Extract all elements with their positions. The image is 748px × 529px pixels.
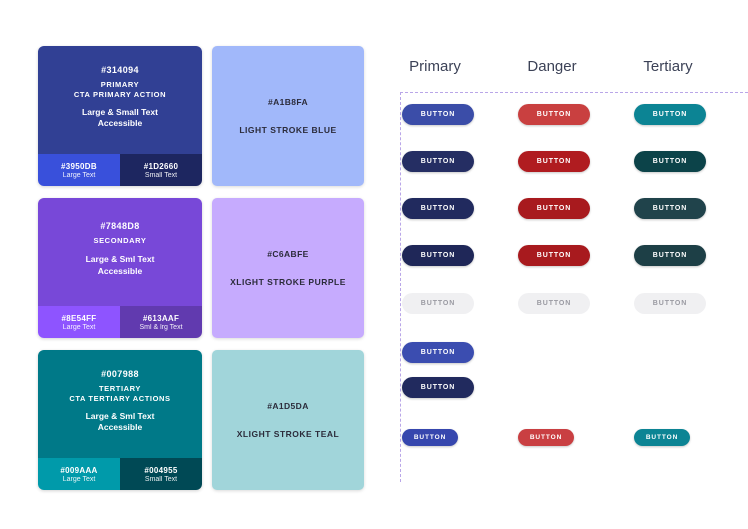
tertiary-foot-large-hex: #009AAA	[60, 465, 98, 475]
color-palette-panel: #314094 PRIMARY CTA PRIMARY ACTION Large…	[38, 46, 364, 490]
button-primary-hover[interactable]: BUTTON	[402, 151, 474, 172]
secondary-swatch-role: SECONDARY	[93, 236, 147, 246]
column-header-primary: Primary	[409, 58, 461, 75]
tertiary-swatch-accessible-2: Accessible	[97, 422, 143, 432]
xlight-stroke-purple-label: XLIGHT STROKE PURPLE	[230, 277, 346, 287]
button-states-panel: Primary Danger Tertiary BUTTON BUTTON BUTT…	[382, 0, 748, 529]
tertiary-swatch-foot-small: #004955 Small Text	[120, 458, 202, 490]
column-header-tertiary: Tertiary	[643, 58, 693, 75]
secondary-foot-large-label: Large Text	[62, 323, 96, 331]
xlight-stroke-teal-card: #A1D5DA XLIGHT STROKE TEAL	[212, 350, 364, 490]
button-danger-hover[interactable]: BUTTON	[518, 151, 590, 172]
tertiary-swatch-accessible: Large & Sml Text	[85, 410, 155, 421]
primary-foot-large-label: Large Text	[62, 171, 96, 179]
primary-swatch-accessible: Large & Small Text	[82, 106, 158, 117]
secondary-swatch-body: #7848D8 SECONDARY Large & Sml Text Acces…	[38, 198, 202, 306]
button-danger-disabled: BUTTON	[518, 293, 590, 314]
button-tertiary-active[interactable]: BUTTON	[634, 198, 706, 219]
secondary-foot-large-hex: #8E54FF	[61, 313, 97, 323]
button-tertiary-default[interactable]: BUTTON	[634, 104, 706, 125]
xlight-stroke-teal-hex: #A1D5DA	[267, 401, 309, 411]
button-danger-default[interactable]: BUTTON	[518, 104, 590, 125]
tertiary-swatch-usage: CTA TERTIARY ACTIONS	[69, 393, 171, 403]
tertiary-swatch-role: TERTIARY	[98, 383, 142, 393]
xlight-stroke-purple-hex: #C6ABFE	[267, 249, 309, 259]
layout-guide-dashed-frame	[400, 92, 748, 482]
tertiary-foot-large-label: Large Text	[62, 475, 96, 483]
tertiary-swatch-card: #007988 TERTIARY CTA TERTIARY ACTIONS La…	[38, 350, 202, 490]
secondary-foot-small-label: Sml & lrg Text	[139, 323, 183, 331]
secondary-swatch-accessible: Large & Sml Text	[85, 254, 155, 265]
light-stroke-blue-label: LIGHT STROKE BLUE	[239, 125, 337, 135]
tertiary-swatch-hex: #007988	[101, 368, 139, 379]
button-danger-focus[interactable]: BUTTON	[518, 245, 590, 266]
primary-swatch-body: #314094 PRIMARY CTA PRIMARY ACTION Large…	[38, 46, 202, 154]
primary-foot-small-label: Small Text	[144, 171, 178, 179]
secondary-swatch-card: #7848D8 SECONDARY Large & Sml Text Acces…	[38, 198, 202, 338]
tertiary-swatch-body: #007988 TERTIARY CTA TERTIARY ACTIONS La…	[38, 350, 202, 458]
button-danger-default-small[interactable]: BUTTON	[518, 429, 574, 446]
button-primary-default[interactable]: BUTTON	[402, 104, 474, 125]
button-primary-default-small[interactable]: BUTTON	[402, 429, 458, 446]
primary-swatch-card: #314094 PRIMARY CTA PRIMARY ACTION Large…	[38, 46, 202, 186]
primary-foot-small-hex: #1D2660	[143, 161, 179, 171]
primary-swatch-feet: #3950DB Large Text #1D2660 Small Text	[38, 154, 202, 186]
primary-swatch-foot-small: #1D2660 Small Text	[120, 154, 202, 186]
secondary-swatch-feet: #8E54FF Large Text #613AAF Sml & lrg Tex…	[38, 306, 202, 338]
light-stroke-blue-hex: #A1B8FA	[267, 97, 309, 107]
primary-foot-large-hex: #3950DB	[61, 161, 97, 171]
column-header-danger: Danger	[527, 58, 577, 75]
button-primary-hover[interactable]: BUTTON	[402, 377, 474, 398]
light-stroke-blue-card: #A1B8FA LIGHT STROKE BLUE	[212, 46, 364, 186]
secondary-swatch-hex: #7848D8	[100, 221, 140, 232]
button-primary-active[interactable]: BUTTON	[402, 198, 474, 219]
tertiary-swatch-foot-large: #009AAA Large Text	[38, 458, 120, 490]
button-primary-disabled: BUTTON	[402, 293, 474, 314]
secondary-swatch-accessible-2: Accessible	[97, 265, 143, 276]
button-primary-default[interactable]: BUTTON	[402, 342, 474, 363]
button-tertiary-hover[interactable]: BUTTON	[634, 151, 706, 172]
button-tertiary-disabled: BUTTON	[634, 293, 706, 314]
button-tertiary-default-small[interactable]: BUTTON	[634, 429, 690, 446]
xlight-stroke-purple-card: #C6ABFE XLIGHT STROKE PURPLE	[212, 198, 364, 338]
tertiary-swatch-feet: #009AAA Large Text #004955 Small Text	[38, 458, 202, 490]
primary-swatch-role: PRIMARY	[100, 79, 140, 89]
xlight-stroke-teal-label: XLIGHT STROKE TEAL	[236, 429, 340, 439]
tertiary-foot-small-hex: #004955	[144, 465, 178, 475]
button-primary-focus[interactable]: BUTTON	[402, 245, 474, 266]
primary-swatch-accessible-2: Accessible	[97, 118, 143, 128]
primary-swatch-hex: #314094	[101, 64, 139, 75]
secondary-foot-small-hex: #613AAF	[142, 313, 180, 323]
button-danger-active[interactable]: BUTTON	[518, 198, 590, 219]
primary-swatch-foot-large: #3950DB Large Text	[38, 154, 120, 186]
primary-swatch-usage: CTA PRIMARY ACTION	[73, 89, 167, 99]
secondary-swatch-foot-small: #613AAF Sml & lrg Text	[120, 306, 202, 338]
button-tertiary-focus[interactable]: BUTTON	[634, 245, 706, 266]
tertiary-foot-small-label: Small Text	[144, 475, 178, 483]
secondary-swatch-foot-large: #8E54FF Large Text	[38, 306, 120, 338]
